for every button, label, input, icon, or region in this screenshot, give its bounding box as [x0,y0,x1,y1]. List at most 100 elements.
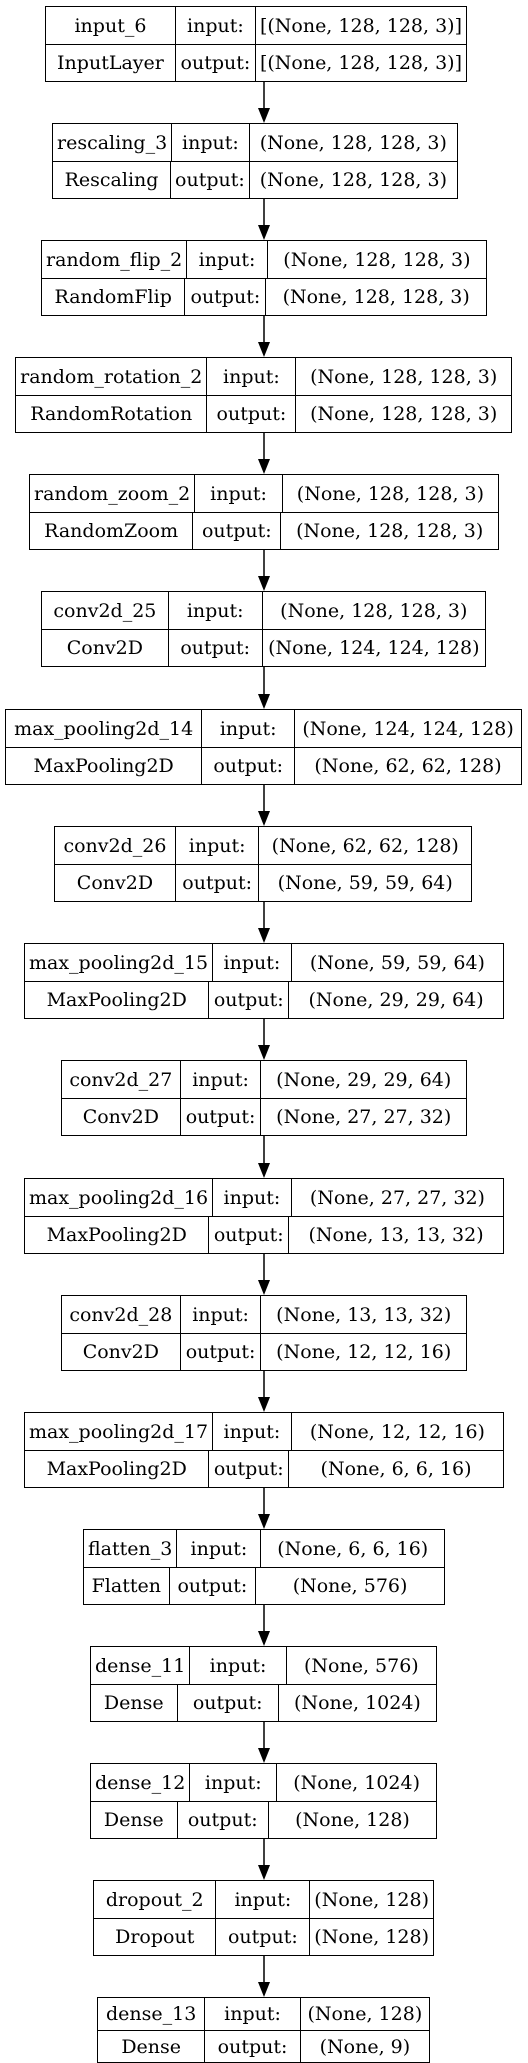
input-shape: (None, 29, 29, 64) [260,1061,466,1098]
layer-name: dense_11 [95,1654,186,1677]
arrowhead [258,576,270,591]
output-shape: (None, 6, 6, 16) [288,1451,503,1487]
layer-name: conv2d_26 [63,834,167,857]
layer-type: Conv2D [82,1106,159,1128]
input-label: input: [212,1179,291,1216]
output-shape: (None, 124, 124, 128) [261,630,485,666]
layer-name: input_6 [74,14,147,37]
output-shape: (None, 12, 12, 16) [260,1334,466,1370]
output-shape: (None, 128, 128, 3) [295,396,511,432]
output-shape: (None, 128, 128, 3) [280,513,498,549]
input-label: input: [174,827,259,864]
layer-name: dense_12 [95,1771,186,1794]
arrowhead [258,1514,270,1529]
input-shape: (None, 1024) [276,1764,436,1801]
output-label: output: [215,1919,309,1955]
output-shape: (None, 576) [255,1568,444,1604]
input-label: input: [206,358,295,395]
layer-name: random_rotation_2 [20,365,203,388]
output-shape: (None, 27, 27, 32) [260,1099,466,1135]
output-shape: (None, 128) [267,1802,436,1838]
input-shape: (None, 128, 128, 3) [281,475,498,512]
output-label: output: [208,1217,288,1253]
input-shape: (None, 12, 12, 16) [290,1413,503,1450]
output-label: output: [179,1334,261,1370]
output-label: output: [192,513,280,549]
input-label: input: [212,944,291,981]
layer-type: InputLayer [57,52,164,74]
layer-type: RandomFlip [54,286,172,308]
arrowhead [258,1982,270,1997]
layer-type: Flatten [91,1575,161,1597]
input-label: input: [179,1296,261,1333]
output-shape: (None, 59, 59, 64) [258,865,471,901]
output-label: output: [208,982,288,1018]
input-shape: (None, 128, 128, 3) [261,592,485,629]
input-shape: (None, 124, 124, 128) [294,710,521,747]
output-shape: (None, 29, 29, 64) [288,982,503,1018]
layer-name: conv2d_25 [53,599,157,622]
layer-type: Dense [103,1692,164,1714]
arrowhead [258,928,270,943]
output-shape: [(None, 128, 128, 3)] [254,45,466,81]
layer-type: MaxPooling2D [33,755,174,777]
input-label: input: [186,241,267,278]
output-label: output: [176,1802,268,1838]
output-label: output: [208,1451,288,1487]
output-label: output: [167,630,262,666]
arrowhead [258,1865,270,1880]
arrowhead [258,1163,270,1178]
layer-type: MaxPooling2D [46,1224,187,1246]
input-label: input: [212,1413,291,1450]
layer-name: max_pooling2d_17 [29,1420,209,1443]
arrowhead [258,342,270,357]
layer-name: max_pooling2d_14 [14,717,194,740]
layer-name: conv2d_28 [69,1303,173,1326]
output-shape: (None, 128, 128, 3) [248,162,457,198]
input-shape: (None, 59, 59, 64) [290,944,503,981]
input-shape: (None, 13, 13, 32) [260,1296,466,1333]
input-label: input: [171,124,248,161]
arrowhead [258,1748,270,1763]
layer-name: flatten_3 [88,1537,173,1560]
input-shape: (None, 128, 128, 3) [248,124,457,161]
layer-row-output: Flatten output:(None, 576) [84,1567,444,1604]
input-label: input: [189,1764,276,1801]
output-label: output: [168,1568,256,1604]
arrowhead [258,108,270,123]
input-label: input: [215,1881,309,1918]
input-label: input: [204,1998,299,2030]
output-shape: (None, 62, 62, 128) [294,748,521,784]
layer-type: Dense [121,2035,182,2058]
layer-name: dropout_2 [105,1888,204,1911]
